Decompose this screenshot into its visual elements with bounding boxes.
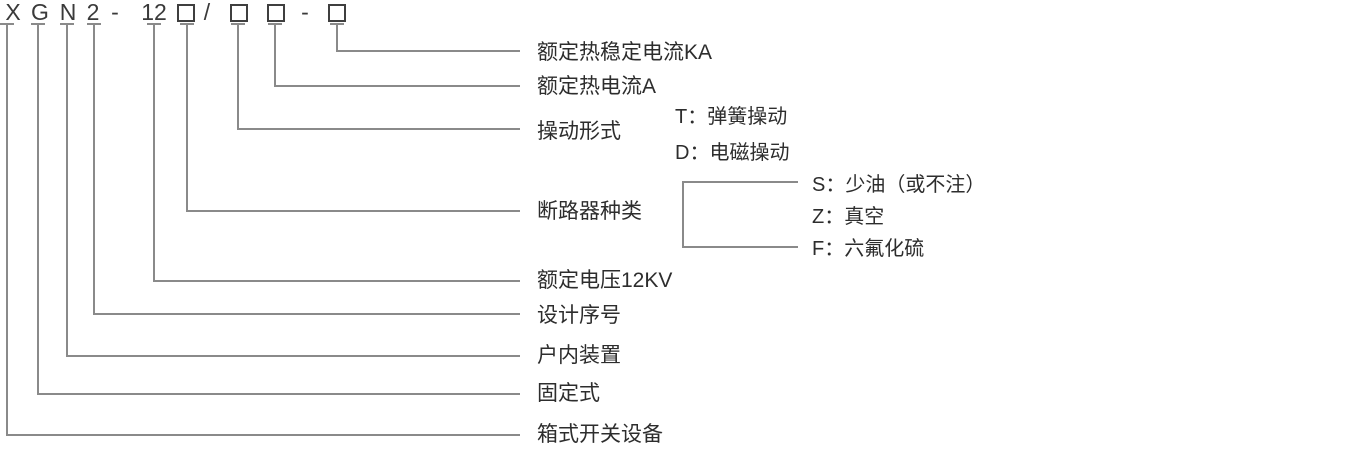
connector-rated-voltage — [153, 280, 520, 282]
option-sf6: F：六氟化硫 — [812, 238, 925, 260]
option-electromagnetic-operation: D：电磁操动 — [675, 142, 790, 164]
placeholder-box-breaker-type-icon — [177, 4, 195, 22]
stem-box1 — [186, 23, 188, 212]
bracket-vertical-line — [682, 181, 684, 248]
code-slash-icon: / — [203, 0, 211, 25]
connector-design-serial — [93, 313, 520, 315]
code-char-2: 2 — [86, 0, 100, 25]
label-design-serial-number: 设计序号 — [537, 304, 621, 327]
connector-thermal-stability — [336, 50, 520, 52]
option-vacuum: Z：真空 — [812, 206, 885, 228]
placeholder-box-operating-mode-icon — [230, 4, 248, 22]
bracket-bottom-line — [682, 246, 798, 248]
placeholder-box-thermal-current-icon — [267, 4, 285, 22]
connector-operating-mode — [237, 128, 520, 130]
stem-x — [6, 23, 8, 436]
label-rated-voltage: 额定电压12KV — [537, 269, 673, 292]
connector-fixed-type — [37, 393, 520, 395]
connector-thermal-current — [274, 85, 520, 87]
label-operating-mode: 操动形式 — [537, 120, 621, 143]
stem-12 — [153, 23, 155, 282]
label-circuit-breaker-type: 断路器种类 — [537, 200, 642, 223]
stem-g — [37, 23, 39, 395]
stem-box3 — [274, 23, 276, 87]
connector-box-switchgear — [6, 434, 520, 436]
label-fixed-type: 固定式 — [537, 382, 600, 405]
label-box-type-switchgear: 箱式开关设备 — [537, 423, 663, 446]
stem-n — [66, 23, 68, 357]
option-low-oil: S：少油（或不注） — [812, 174, 986, 196]
code-char-g: G — [31, 0, 49, 25]
code-char-x: X — [5, 0, 21, 25]
stem-box4 — [336, 23, 338, 52]
connector-indoor-device — [66, 355, 520, 357]
label-indoor-device: 户内装置 — [537, 344, 621, 367]
code-num-12: 12 — [141, 0, 167, 25]
placeholder-box-thermal-stability-icon — [328, 4, 346, 22]
label-rated-thermal-current: 额定热电流A — [537, 75, 657, 98]
connector-breaker-type — [186, 210, 520, 212]
bracket-top-line — [682, 181, 798, 183]
label-rated-thermal-stability-current: 额定热稳定电流KA — [537, 41, 713, 64]
code-dash2-icon: - — [301, 0, 309, 25]
code-dash-icon: - — [111, 0, 119, 25]
stem-box2 — [237, 23, 239, 130]
stem-2 — [93, 23, 95, 315]
option-spring-operation: T：弹簧操动 — [675, 106, 788, 128]
code-char-n: N — [59, 0, 77, 25]
